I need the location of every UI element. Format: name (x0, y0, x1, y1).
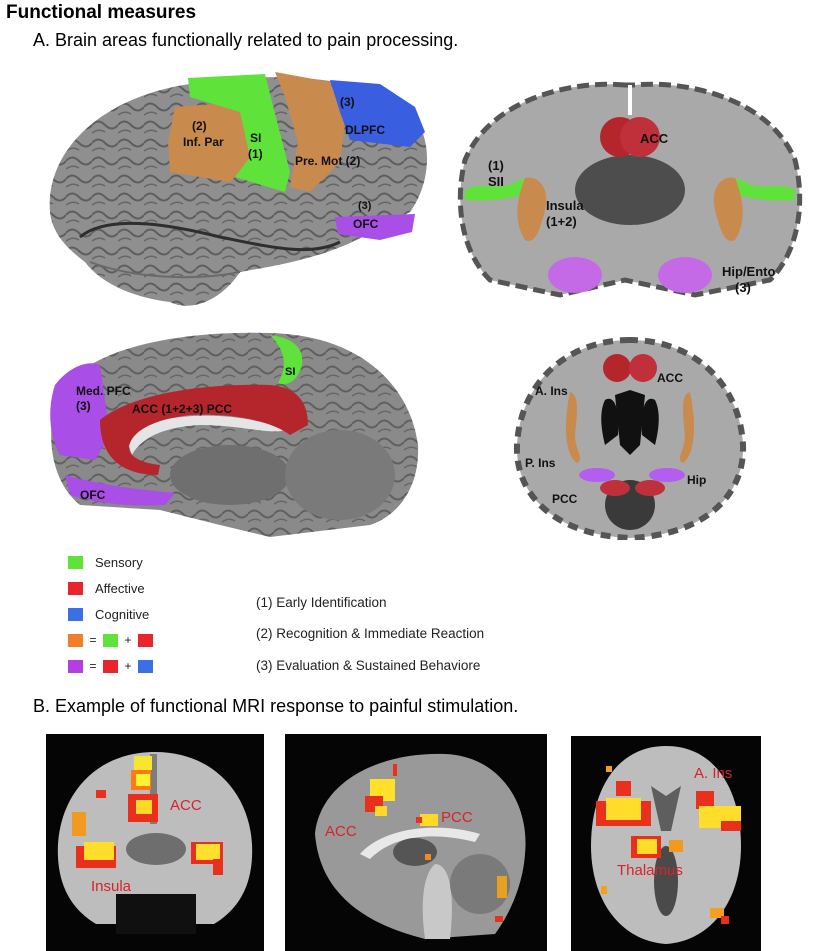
inf-par-label: Inf. Par (183, 135, 224, 149)
fmri-axial-panel: A. Ins Thalamus (571, 736, 761, 951)
section-a-heading: A. Brain areas functionally related to p… (33, 30, 459, 50)
legend-affective-label: Affective (95, 581, 145, 596)
activation-temporal (601, 886, 607, 894)
fmri-coronal-insula-label: Insula (91, 878, 132, 895)
legend-combo-purple: = + (68, 659, 153, 673)
activation-acc (128, 756, 158, 822)
axial-brain-view: A. Ins ACC P. Ins Hip PCC (505, 335, 755, 540)
sii-num-label: (1) (488, 158, 504, 173)
legend-cognitive-label: Cognitive (95, 607, 150, 622)
fmri-coronal-panel: ACC Insula (46, 734, 264, 951)
cognitive-swatch (138, 659, 153, 673)
activation-insula-right (191, 842, 223, 875)
activation-brainstem (495, 916, 503, 922)
axial-hip-label: Hip (687, 473, 706, 487)
insula-label: Insula (546, 198, 584, 213)
si-num-label: (1) (248, 147, 263, 161)
ofc-num-label: (3) (358, 200, 372, 212)
medial-brain-view: SI Med. PFC (3) ACC (1+2+3) PCC OFC (40, 325, 420, 540)
activation-insula-left (72, 790, 116, 868)
axial-pcc-label: PCC (552, 492, 578, 506)
sensory-swatch (68, 556, 83, 569)
legend-cognitive: Cognitive (68, 607, 149, 622)
coronal-acc-label: ACC (640, 131, 669, 146)
medial-si-label: SI (285, 366, 295, 378)
hip-ento-num-label: (3) (735, 280, 751, 295)
fmri-axial-thalamus-label: Thalamus (617, 862, 683, 879)
med-pfc-label: Med. PFC (76, 384, 131, 398)
legend-combo-orange: = + (68, 633, 153, 647)
fmri-coronal-acc-label: ACC (170, 797, 202, 814)
coronal-brain-view: ACC (1) SII Insula (1+2) Hip/Ento (3) (450, 80, 810, 310)
activation-thalamus (631, 836, 683, 858)
fmri-sagittal-panel: ACC PCC (285, 734, 547, 951)
fmri-sagittal-acc-label: ACC (325, 823, 357, 840)
lateral-brain-view: (2) Inf. Par SI (1) (3) DLPFC Pre. Mot (… (40, 62, 440, 320)
section-b-heading: B. Example of functional MRI response to… (33, 696, 519, 716)
medial-ofc-label: OFC (80, 488, 106, 502)
stage-1: (1) Early Identification (256, 595, 387, 610)
purple-swatch (68, 659, 83, 673)
axial-a-ins-label: A. Ins (535, 384, 568, 398)
plus-sign: + (124, 633, 132, 647)
acc-pcc-label: ACC (1+2+3) PCC (132, 402, 232, 416)
affective-swatch (138, 633, 153, 647)
activation-occipital-2 (721, 916, 729, 924)
activation-insula-right (696, 791, 741, 831)
legend-affective: Affective (68, 581, 145, 596)
cognitive-swatch (68, 608, 83, 621)
figure-title: Functional measures (6, 2, 197, 23)
dlpfc-num-label: (3) (340, 95, 355, 109)
med-pfc-num-label: (3) (76, 399, 91, 413)
affective-swatch (68, 582, 83, 595)
stage-2: (2) Recognition & Immediate Reaction (256, 626, 485, 641)
axial-acc-label: ACC (657, 371, 683, 385)
stage-3: (3) Evaluation & Sustained Behaviore (256, 658, 481, 673)
plus-sign: + (124, 659, 132, 673)
activation-insula-left (596, 766, 651, 826)
si-label: SI (250, 131, 261, 145)
orange-swatch (68, 633, 83, 647)
legend-sensory: Sensory (68, 555, 143, 570)
activation-occipital (710, 908, 724, 918)
activation-thalamus (425, 854, 431, 860)
hip-ento-label: Hip/Ento (722, 264, 775, 279)
affective-swatch (103, 659, 118, 673)
dlpfc-label: DLPFC (345, 123, 385, 137)
activation-cerebellum (497, 876, 507, 898)
inf-par-num-label: (2) (192, 119, 207, 133)
axial-p-ins-label: P. Ins (525, 456, 556, 470)
sii-label: SII (488, 174, 504, 189)
sensory-swatch (103, 633, 118, 647)
insula-num-label: (1+2) (546, 214, 577, 229)
fmri-sagittal-pcc-label: PCC (441, 809, 473, 826)
equals-sign: = (89, 633, 97, 647)
legend-sensory-label: Sensory (95, 555, 143, 570)
equals-sign: = (89, 659, 97, 673)
ofc-label: OFC (353, 217, 379, 231)
activation-acc (365, 764, 397, 816)
activation-pcc (416, 814, 438, 826)
premot-label: Pre. Mot (2) (295, 154, 360, 168)
fmri-axial-a-ins-label: A. Ins (694, 765, 732, 782)
